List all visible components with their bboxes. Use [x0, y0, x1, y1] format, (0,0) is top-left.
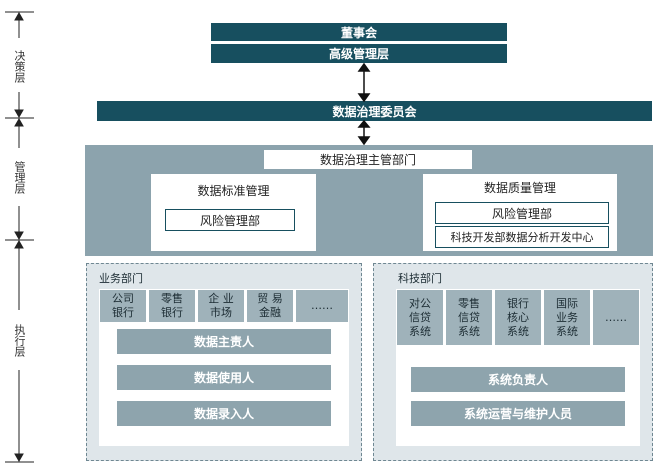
- business-dept-trade: 贸 易 金融: [247, 290, 293, 322]
- business-region: 业务部门 公司 银行 零售 银行 企 业 市场 贸 易 金融 …… 数据主责人 …: [86, 263, 362, 461]
- standards-panel: 数据标准管理 风险管理部: [151, 174, 316, 251]
- business-dept-more: ……: [296, 290, 348, 322]
- tech-dept-more: ……: [593, 290, 639, 345]
- standards-item-risk: 风险管理部: [165, 209, 295, 231]
- management-level-label: 管理层: [13, 160, 26, 194]
- quality-item-risk: 风险管理部: [435, 202, 609, 224]
- role-data-entry: 数据录入人: [117, 401, 331, 426]
- tech-dept-retail-credit: 零售 信贷 系统: [446, 290, 492, 345]
- execution-level-label: 执行层: [13, 323, 26, 357]
- board-box: 董事会: [211, 23, 507, 41]
- decision-level-label: 决策层: [13, 49, 26, 83]
- level-axis: [5, 11, 34, 463]
- quality-title: 数据质量管理: [483, 180, 556, 195]
- tech-title: 科技部门: [398, 272, 442, 285]
- tech-dept-corporate-credit: 对公 信贷 系统: [397, 290, 443, 345]
- business-title: 业务部门: [99, 272, 143, 285]
- role-system-ops: 系统运营与维护人员: [411, 401, 625, 426]
- role-data-user: 数据使用人: [117, 365, 331, 390]
- tech-dept-core-banking: 银行 核心 系统: [495, 290, 541, 345]
- senior-management-box: 高级管理层: [211, 44, 507, 63]
- quality-panel: 数据质量管理 风险管理部 科技开发部数据分析开发中心: [423, 174, 617, 251]
- role-data-owner: 数据主责人: [117, 329, 331, 354]
- quality-item-tech: 科技开发部数据分析开发中心: [435, 226, 609, 248]
- business-dept-enterprise: 企 业 市场: [198, 290, 244, 322]
- business-dept-retail: 零售 银行: [149, 290, 195, 322]
- connector-arrows: [357, 63, 371, 145]
- tech-dept-international: 国际 业务 系统: [544, 290, 590, 345]
- governance-committee-box: 数据治理委员会: [97, 101, 652, 121]
- governance-dept-box: 数据治理主管部门: [264, 150, 472, 169]
- role-system-owner: 系统负责人: [411, 367, 625, 392]
- tech-region: 科技部门 对公 信贷 系统 零售 信贷 系统 银行 核心 系统 国际 业务 系统…: [373, 263, 653, 461]
- business-dept-corporate: 公司 银行: [100, 290, 146, 322]
- standards-title: 数据标准管理: [197, 183, 270, 198]
